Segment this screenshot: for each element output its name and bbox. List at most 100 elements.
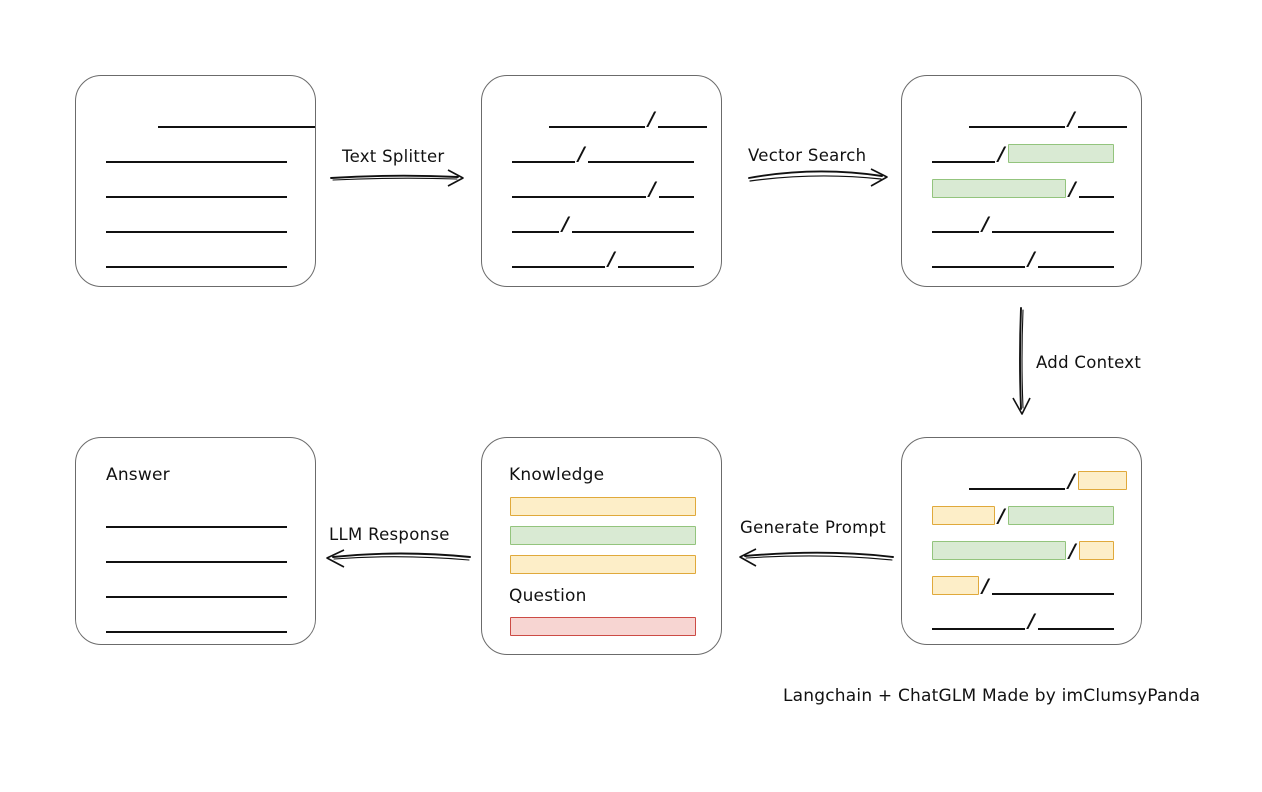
text-line-segment <box>932 161 995 163</box>
generate-prompt-arrow <box>739 548 894 567</box>
text-line-segment <box>1077 126 1127 128</box>
chunk-highlight-yellow <box>932 576 979 595</box>
chunk-separator-slash: / <box>998 505 1005 527</box>
vector-search-results-box[interactable]: / / / / / <box>901 75 1142 287</box>
llm-response-label: LLM Response <box>329 525 450 544</box>
chunk-highlight-yellow <box>510 497 696 516</box>
text-line-segment <box>106 266 287 268</box>
text-line-segment <box>1037 266 1114 268</box>
text-line-segment <box>571 231 694 233</box>
text-row: / <box>482 248 721 270</box>
context-chunks-box[interactable]: / / / / / <box>901 437 1142 645</box>
text-line-segment <box>932 231 979 233</box>
chunk-separator-slash: / <box>982 213 989 235</box>
text-row: / <box>902 470 1141 492</box>
answer-box[interactable]: Answer <box>75 437 316 645</box>
text-line-segment <box>106 161 287 163</box>
text-row <box>76 213 315 233</box>
text-line-segment <box>512 266 605 268</box>
chunk-highlight-red <box>510 617 696 636</box>
source-document-box[interactable] <box>75 75 316 287</box>
text-line-segment <box>991 593 1114 595</box>
chunk-highlight-green <box>510 526 696 545</box>
source-document-rows <box>76 76 315 286</box>
chunk-separator-slash: / <box>1028 248 1035 270</box>
text-row: / <box>902 610 1141 632</box>
chunk-separator-slash: / <box>1069 540 1076 562</box>
chunk-highlight-green <box>1007 506 1114 525</box>
prompt-bar-row <box>482 616 721 636</box>
text-row <box>76 143 315 163</box>
generate-prompt-label: Generate Prompt <box>740 518 886 537</box>
vector-search-label: Vector Search <box>748 146 867 165</box>
knowledge-bars <box>482 438 721 654</box>
text-line-segment <box>549 126 645 128</box>
text-row: / <box>482 213 721 235</box>
answer-label: Answer <box>106 465 170 485</box>
text-line-segment <box>512 231 559 233</box>
chunk-highlight-yellow <box>510 555 696 574</box>
text-row <box>76 178 315 198</box>
text-row: / <box>482 178 721 200</box>
chunk-highlight-green <box>932 541 1066 560</box>
text-row <box>76 508 315 528</box>
text-line-segment <box>932 266 1025 268</box>
text-row <box>76 248 315 268</box>
text-line-segment <box>106 561 287 563</box>
text-row: / <box>482 108 721 129</box>
text-row: / <box>902 248 1141 270</box>
text-row: / <box>902 540 1141 562</box>
chunk-highlight-green <box>1007 144 1114 163</box>
text-line-segment <box>657 126 707 128</box>
text-row <box>76 613 315 633</box>
add-context-label: Add Context <box>1036 353 1142 372</box>
chunk-separator-slash: / <box>649 178 656 200</box>
text-row: / <box>482 143 721 165</box>
text-row: / <box>902 178 1141 200</box>
text-line-segment <box>512 196 646 198</box>
chunk-highlight-yellow <box>1077 471 1127 490</box>
text-row: / <box>902 213 1141 235</box>
text-line-segment <box>932 628 1025 630</box>
text-line-segment <box>587 161 694 163</box>
text-row: / <box>902 505 1141 527</box>
llm-response-arrow <box>326 549 471 568</box>
text-line-segment <box>969 126 1065 128</box>
text-row <box>76 108 315 128</box>
vector-search-results-rows: / / / / / <box>902 76 1141 286</box>
knowledge-label: Knowledge <box>509 465 605 485</box>
chunk-separator-slash: / <box>578 143 585 165</box>
prompt-bar-row <box>482 496 721 516</box>
text-row <box>76 578 315 598</box>
text-row: / <box>902 143 1141 164</box>
chunk-separator-slash: / <box>1068 108 1075 130</box>
text-line-segment <box>158 126 315 128</box>
text-line-segment <box>1037 628 1114 630</box>
text-line-segment <box>512 161 575 163</box>
text-row: / <box>902 575 1141 596</box>
chunk-separator-slash: / <box>562 213 569 235</box>
chunk-separator-slash: / <box>1068 470 1075 492</box>
context-chunks-rows: / / / / / <box>902 438 1141 644</box>
text-line-segment <box>969 488 1065 490</box>
text-line-segment <box>106 596 287 598</box>
chunk-highlight-green <box>932 179 1066 198</box>
prompt-bar-row <box>482 554 721 574</box>
prompt-box[interactable]: Knowledge Question <box>481 437 722 655</box>
split-chunks-rows: / / / / / <box>482 76 721 286</box>
text-line-segment <box>1078 196 1114 198</box>
vector-search-arrow <box>748 168 888 187</box>
chunk-separator-slash: / <box>1069 178 1076 200</box>
text-line-segment <box>991 231 1114 233</box>
split-chunks-box[interactable]: / / / / / <box>481 75 722 287</box>
text-line-segment <box>658 196 694 198</box>
add-context-arrow <box>1012 307 1031 415</box>
text-splitter-arrow <box>330 169 464 187</box>
footer-credit: Langchain + ChatGLM Made by imClumsyPand… <box>783 686 1201 706</box>
text-row <box>76 543 315 563</box>
chunk-highlight-yellow <box>932 506 995 525</box>
text-line-segment <box>106 526 287 528</box>
chunk-separator-slash: / <box>608 248 615 270</box>
chunk-separator-slash: / <box>1028 610 1035 632</box>
